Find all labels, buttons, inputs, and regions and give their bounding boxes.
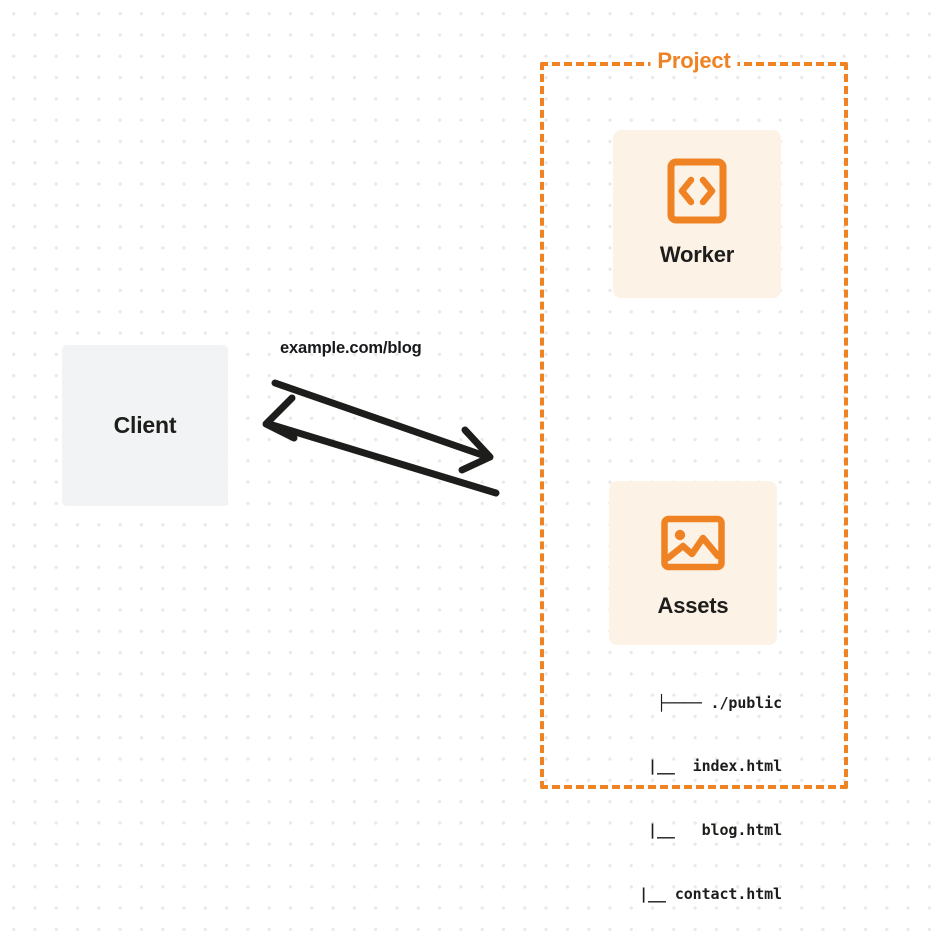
project-container: Project: [540, 48, 848, 789]
request-arrow-icon: [271, 379, 494, 474]
client-node[interactable]: Client: [62, 345, 228, 506]
connector-url-label: example.com/blog: [280, 339, 422, 357]
worker-node[interactable]: Worker: [613, 130, 781, 298]
file-tree-row: |__ blog.html: [630, 821, 782, 840]
client-node-label: Client: [113, 412, 177, 438]
project-label: Project: [650, 48, 738, 74]
connector-arrows: [262, 379, 500, 497]
assets-node[interactable]: Assets: [609, 481, 777, 645]
response-arrow-icon: [262, 394, 500, 497]
code-brackets-icon: [667, 158, 727, 224]
file-tree-row: |__ index.html: [630, 757, 782, 776]
assets-file-tree: ├──── ./public |__ index.html |__ blog.h…: [586, 650, 782, 948]
file-tree-row: ├──── ./public: [656, 693, 782, 712]
assets-node-label: Assets: [657, 593, 729, 618]
diagram-canvas: Client example.com/blog Project Worker: [62, 48, 848, 903]
image-icon: [661, 515, 725, 571]
worker-node-label: Worker: [659, 242, 735, 267]
file-tree-row: |__ contact.html: [621, 885, 782, 904]
